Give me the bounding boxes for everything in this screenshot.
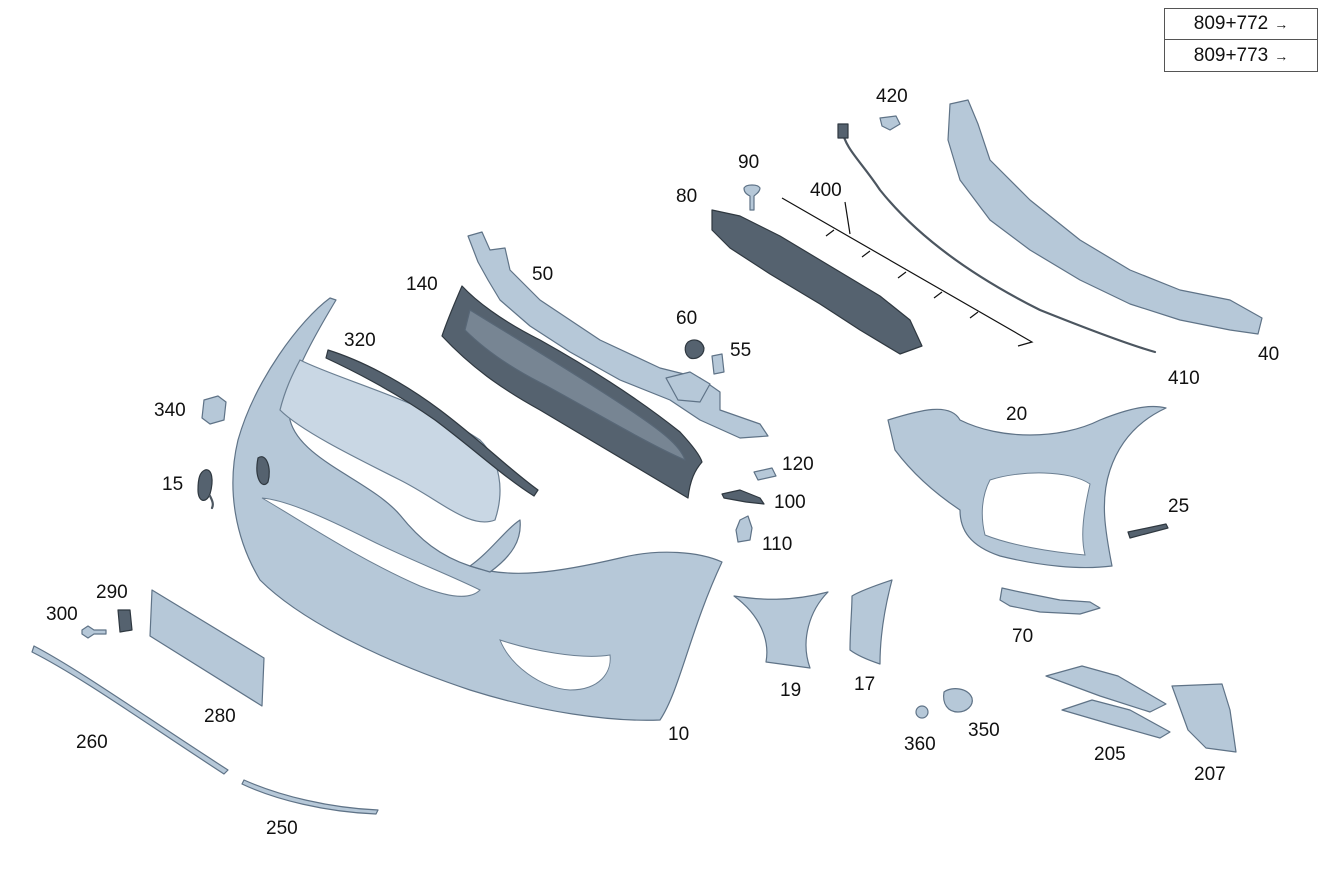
callout-290[interactable]: 290	[96, 582, 128, 603]
arrow-right-icon: →	[1274, 16, 1289, 32]
part-250-trim[interactable]	[241, 779, 379, 815]
part-60-clip[interactable]	[684, 339, 705, 360]
callout-60[interactable]: 60	[676, 308, 697, 329]
part-55-clip[interactable]	[711, 353, 725, 375]
part-290-nut[interactable]	[117, 609, 133, 633]
callout-410[interactable]: 410	[1168, 368, 1200, 389]
part-140-grille[interactable]	[441, 285, 703, 499]
callout-50[interactable]: 50	[532, 264, 553, 285]
callout-20[interactable]: 20	[1006, 404, 1027, 425]
part-360-ring[interactable]	[915, 705, 929, 719]
callout-80[interactable]: 80	[676, 186, 697, 207]
part-120-clip[interactable]	[753, 467, 777, 481]
callout-205[interactable]: 205	[1094, 744, 1126, 765]
reference-label: 809+772	[1193, 13, 1269, 34]
part-260-trim[interactable]	[31, 645, 229, 775]
part-410-connector[interactable]	[837, 123, 849, 139]
callout-140[interactable]: 140	[406, 274, 438, 295]
part-110-clip[interactable]	[735, 515, 753, 543]
callout-250[interactable]: 250	[266, 818, 298, 839]
callout-25[interactable]: 25	[1168, 496, 1189, 517]
part-80-absorber[interactable]	[711, 209, 923, 355]
part-15-cap[interactable]	[197, 469, 214, 510]
part-17-air-guide[interactable]	[849, 579, 893, 665]
part-410-wiring-harness[interactable]	[840, 128, 1157, 354]
callout-19[interactable]: 19	[780, 680, 801, 701]
reference-link-809-772[interactable]: 809+772 →	[1164, 8, 1318, 40]
part-340-block[interactable]	[201, 395, 227, 425]
part-205-insert[interactable]	[1045, 665, 1171, 739]
callout-207[interactable]: 207	[1194, 764, 1226, 785]
part-420-clip[interactable]	[879, 115, 901, 131]
callout-280[interactable]: 280	[204, 706, 236, 727]
part-20-carrier[interactable]	[887, 405, 1167, 569]
callout-100[interactable]: 100	[774, 492, 806, 513]
reference-link-809-773[interactable]: 809+773 →	[1164, 40, 1318, 72]
callout-40[interactable]: 40	[1258, 344, 1279, 365]
callout-110[interactable]: 110	[762, 534, 792, 555]
part-bumper-cover[interactable]	[232, 297, 723, 721]
part-350-sensor[interactable]	[943, 688, 973, 713]
reference-label: 809+773	[1193, 44, 1269, 66]
callout-120[interactable]: 120	[782, 454, 814, 475]
callout-55[interactable]: 55	[730, 340, 751, 361]
part-400-sensor-strip[interactable]	[781, 197, 1034, 347]
callout-260[interactable]: 260	[76, 732, 108, 753]
part-300-screw[interactable]	[81, 625, 107, 639]
part-100-retainer[interactable]	[721, 489, 765, 505]
callout-300[interactable]: 300	[46, 604, 78, 625]
part-280-plate-holder[interactable]	[149, 589, 265, 707]
callout-400[interactable]: 400	[810, 180, 842, 201]
arrow-right-icon: →	[1274, 47, 1289, 64]
callout-420[interactable]: 420	[876, 86, 908, 107]
part-90-pin[interactable]	[743, 184, 761, 211]
callout-340[interactable]: 340	[154, 400, 186, 421]
part-70-bracket[interactable]	[999, 587, 1101, 615]
callout-70[interactable]: 70	[1012, 626, 1033, 647]
callout-90[interactable]: 90	[738, 152, 759, 173]
part-40-absorber[interactable]	[947, 99, 1263, 335]
callout-15[interactable]: 15	[162, 474, 183, 495]
part-19-air-guide[interactable]	[733, 591, 829, 669]
part-25-fastener[interactable]	[1127, 523, 1169, 539]
callout-350[interactable]: 350	[968, 720, 1000, 741]
callout-360[interactable]: 360	[904, 734, 936, 755]
part-320-seal-strip[interactable]	[325, 349, 539, 497]
callout-10[interactable]: 10	[668, 724, 689, 745]
part-50-bracket[interactable]	[467, 231, 769, 439]
callout-320[interactable]: 320	[344, 330, 376, 351]
callout-17[interactable]: 17	[854, 674, 875, 695]
part-207-insert[interactable]	[1171, 683, 1237, 753]
